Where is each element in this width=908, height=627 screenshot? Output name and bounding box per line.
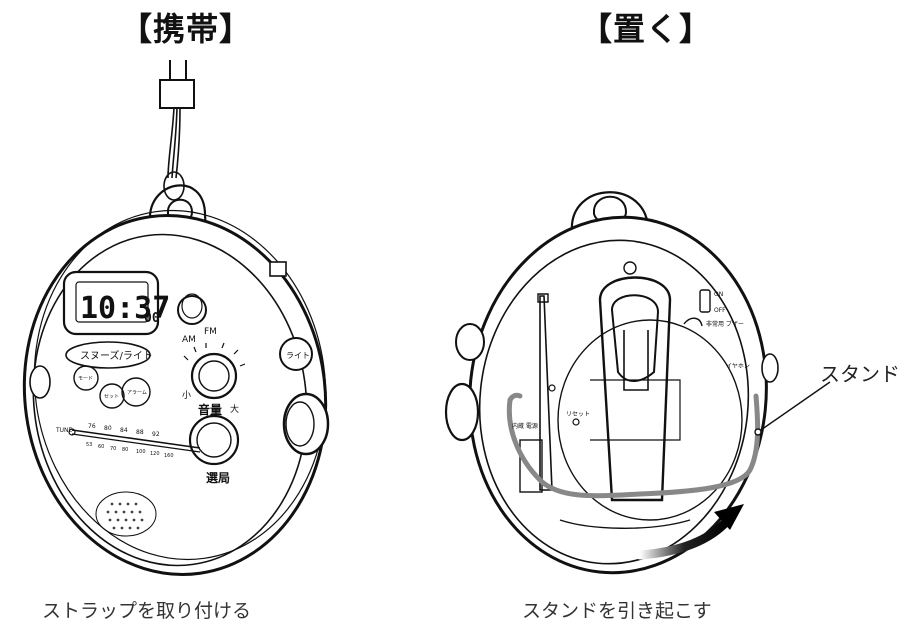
- callout-stand: スタンド: [820, 362, 900, 386]
- heading-carry: 【携帯】: [120, 10, 253, 48]
- switch-on-label: ON: [714, 291, 723, 298]
- callout-leader-line: [757, 381, 831, 433]
- volume-label: 音量: [198, 402, 222, 417]
- buzzer-label: 非常用 ブザー: [706, 320, 744, 328]
- reset-label: リセット: [566, 411, 590, 418]
- radio-front: [22, 60, 330, 576]
- speaker-grille: [95, 491, 157, 537]
- mode-button-label: モード: [78, 376, 93, 382]
- internal-power-label: 内蔵 電源: [512, 422, 538, 430]
- clock-time: 10:37: [80, 291, 170, 326]
- tune-side-label: TUNE: [55, 427, 73, 434]
- tune-label: 選局: [206, 471, 230, 485]
- radio-back: [444, 191, 779, 575]
- heading-place: 【置く】: [580, 10, 713, 48]
- am-scale: 53 60 70 80 100 120 160: [86, 442, 174, 459]
- switch-off-label: OFF: [714, 307, 726, 314]
- volume-large: 大: [230, 403, 239, 415]
- band-fm: FM: [204, 327, 217, 337]
- rotate-arrow-icon: [635, 504, 744, 560]
- am-tick: 80: [122, 447, 128, 453]
- caption-attach-strap: ストラップを取り付ける: [42, 600, 252, 622]
- snooze-light-label: スヌーズ/ライト: [80, 349, 153, 362]
- am-tick: 53: [86, 442, 92, 448]
- callout-anchor-dot: [754, 428, 762, 436]
- side-light-button-label: ライト: [286, 351, 310, 360]
- strap-connector: [159, 60, 195, 109]
- volume-small: 小: [182, 390, 191, 401]
- am-tick: 60: [98, 444, 104, 450]
- earphone-label: イヤホン: [726, 363, 750, 370]
- fm-scale: 76 80 84 88 92: [88, 423, 160, 438]
- fm-tick: 92: [152, 431, 160, 438]
- caption-raise-stand: スタンドを引き起こす: [522, 600, 712, 622]
- fm-tick: 76: [88, 423, 96, 430]
- fm-tick: 84: [120, 427, 128, 434]
- strap-cord: [163, 107, 185, 201]
- fm-tick: 80: [104, 425, 112, 432]
- set-button-label: セット: [104, 394, 119, 400]
- fm-tick: 88: [136, 429, 144, 436]
- diagram-illustration: 10:37 00 FM AM スヌーズ/ライト モード セット アラーム 小 音…: [22, 60, 831, 576]
- am-tick: 120: [150, 451, 160, 457]
- alarm-button-label: アラーム: [127, 390, 147, 396]
- am-tick: 100: [136, 449, 146, 455]
- clock-seconds: 00: [144, 311, 160, 326]
- band-am: AM: [182, 335, 196, 345]
- am-tick: 70: [110, 446, 116, 452]
- am-tick: 160: [164, 453, 174, 459]
